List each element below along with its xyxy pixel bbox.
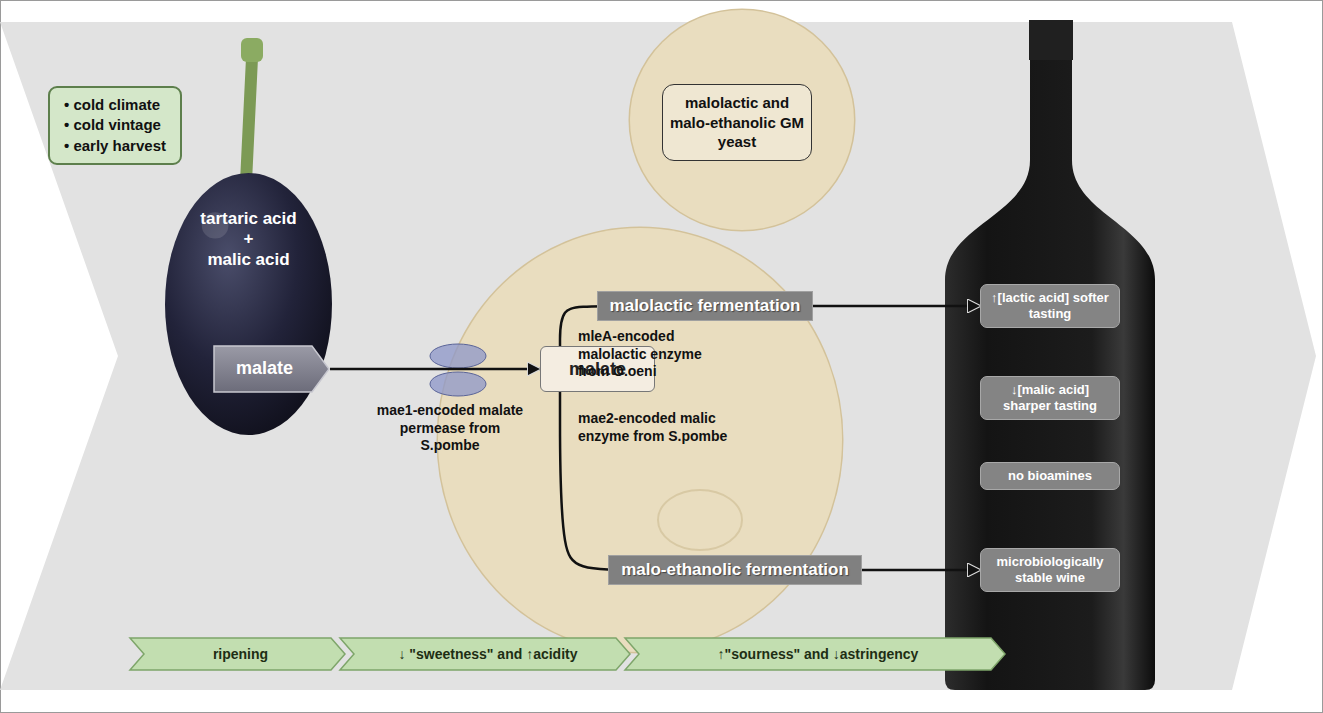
node-text: ↓ "sweetness" and ↑acidity xyxy=(398,646,577,662)
node-text: ↑"sourness" and ↓astringency xyxy=(718,646,919,662)
yeast-cell-outline xyxy=(438,228,842,652)
node-text: no bioamines xyxy=(987,468,1113,484)
permease-symbol xyxy=(430,344,486,368)
annotation: mleA-encoded malolactic enzyme from O.oe… xyxy=(578,328,733,381)
outcome-box: no bioamines xyxy=(980,462,1120,490)
yeast-label-box: malolactic and malo-ethanolic GM yeast xyxy=(662,84,812,161)
grape-berry: tartaric acid+malic acid malate xyxy=(165,173,332,435)
node-text: malolactic and malo-ethanolic GM yeast xyxy=(669,93,805,152)
node-text: tartaric acid xyxy=(165,209,332,229)
node-text: • early harvest xyxy=(64,136,166,156)
node-text: malate xyxy=(236,358,293,380)
grape-stem xyxy=(246,58,252,182)
node-text: microbiologically stable wine xyxy=(987,554,1113,587)
node-text: • cold vintage xyxy=(64,115,166,135)
stem-tip xyxy=(241,38,263,62)
wine-bottle xyxy=(945,20,1155,690)
yeast-bud-outline xyxy=(630,10,854,230)
edge-label: malo-ethanolic fermentation xyxy=(608,555,862,585)
annotation: mae1-encoded malate permease from S.pomb… xyxy=(375,402,525,455)
grape-shape xyxy=(165,173,332,435)
stage-chevron: ripening xyxy=(130,638,345,670)
outcome-box: microbiologically stable wine xyxy=(980,548,1120,593)
condition-box: • cold climate• cold vintage• early harv… xyxy=(48,86,182,165)
node-text: ripening xyxy=(213,646,268,662)
chevron-shape xyxy=(340,638,630,670)
chevron-shape xyxy=(625,638,1005,670)
bottle-foil xyxy=(1029,20,1073,60)
stage-chevron: ↑"sourness" and ↓astringency xyxy=(625,638,1005,670)
outcome-box: ↓[malic acid] sharper tasting xyxy=(980,376,1120,421)
connector-arrow xyxy=(330,368,540,371)
bud-scar xyxy=(658,490,742,550)
permease-symbol xyxy=(430,372,486,396)
node-text: ↓[malic acid] sharper tasting xyxy=(987,382,1113,415)
node-text: malic acid xyxy=(165,250,332,270)
malate-tag: malate xyxy=(213,345,330,393)
connector-arrow xyxy=(560,392,980,570)
node-text: • cold climate xyxy=(64,95,166,115)
yeast-cell xyxy=(438,228,842,652)
node-text: + xyxy=(165,229,332,249)
chevron-shape xyxy=(130,638,345,670)
tag-shape xyxy=(214,346,329,392)
edge-label: malolactic fermentation xyxy=(597,291,814,321)
yeast-bud xyxy=(630,10,854,230)
stage-chevron: ↓ "sweetness" and ↑acidity xyxy=(340,638,630,670)
outcome-box: ↑[lactic acid] softer tasting xyxy=(980,284,1120,329)
node-text: ↑[lactic acid] softer tasting xyxy=(987,290,1113,323)
annotation: mae2-encoded malic enzyme from S.pombe xyxy=(578,410,738,445)
